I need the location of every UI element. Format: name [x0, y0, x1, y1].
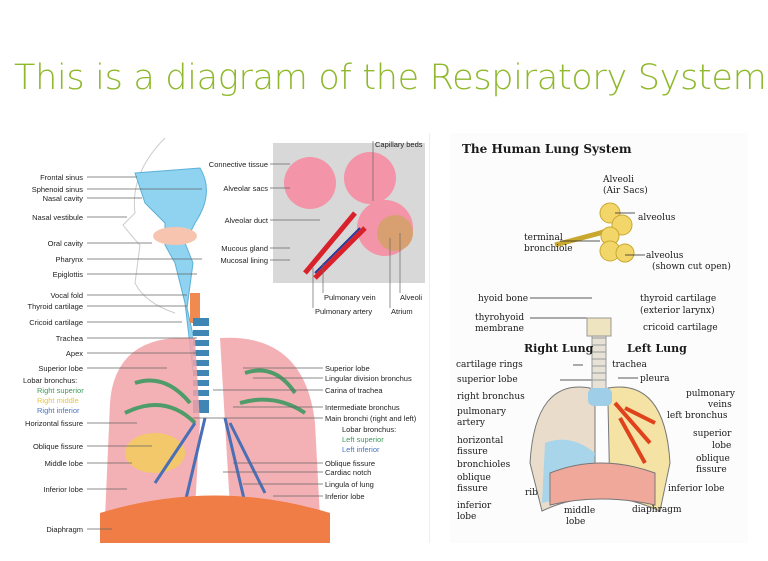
label-left-lung: Left Lung: [627, 342, 687, 355]
respiratory-system-diagram: Frontal sinus Sphenoid sinus Nasal cavit…: [15, 133, 430, 543]
label-artery: artery: [457, 418, 485, 428]
label-oblique-fissure-left: fissure: [457, 484, 488, 494]
label-oblique-fissure-left: Oblique fissure: [325, 459, 376, 468]
lung-illustration: [529, 202, 671, 512]
label-thyrohyoid: thyrohyoid: [475, 313, 525, 323]
human-lung-system-diagram: The Human Lung System Alveoli (Air Sacs)…: [450, 133, 748, 543]
label-alveoli: Alveoli: [400, 293, 423, 302]
label-inferior-lobe-left: Inferior lobe: [325, 492, 365, 501]
label-pulmonary: pulmonary: [686, 389, 735, 399]
label-right-lung: Right Lung: [524, 342, 594, 355]
label-right-bronchus: right bronchus: [457, 392, 525, 402]
label-oblique-fissure: Oblique fissure: [32, 442, 83, 451]
label-lingula: Lingula of lung: [325, 480, 374, 489]
label-left-superior: Left superior: [342, 435, 384, 444]
label-diaphragm: Diaphragm: [46, 525, 83, 534]
label-alveolus: alveolus: [638, 213, 676, 223]
label-oblique-left: oblique: [457, 473, 491, 483]
label-inferior: inferior: [457, 501, 492, 511]
label-cardiac-notch: Cardiac notch: [325, 468, 372, 477]
respiratory-illustration: [87, 137, 425, 543]
label-frontal-sinus: Frontal sinus: [40, 173, 83, 182]
label-veins: veins: [708, 400, 732, 410]
label-oblique-right: oblique: [696, 454, 730, 464]
label-superior: superior: [693, 429, 732, 439]
label-hyoid-bone: hyoid bone: [478, 294, 529, 304]
label-nasal-vestibule: Nasal vestibule: [32, 213, 83, 222]
diagram-title: The Human Lung System: [462, 142, 632, 156]
label-sphenoid-sinus: Sphenoid sinus: [31, 185, 83, 194]
label-atrium: Atrium: [391, 307, 413, 316]
label-main-bronchi: Main bronchi (right and left): [325, 414, 417, 423]
label-lobar-bronchus-left: Lobar bronchus:: [342, 425, 397, 434]
label-thyroid-cartilage: Thyroid cartilage: [27, 302, 83, 311]
label-pleura: pleura: [640, 374, 670, 384]
label-middle-lobe: lobe: [566, 517, 586, 527]
label-vocal-fold: Vocal fold: [50, 291, 83, 300]
slide-title: This is a diagram of the Respiratory Sys…: [14, 58, 767, 98]
label-superior-lobe: Superior lobe: [38, 364, 83, 373]
label-right-superior: Right superior: [37, 386, 84, 395]
label-inferior-lobe: Inferior lobe: [43, 485, 83, 494]
label-horizontal-fissure: Horizontal fissure: [25, 419, 83, 428]
label-cartilage-rings: cartilage rings: [456, 360, 523, 370]
label-right-inferior: Right inferior: [37, 406, 80, 415]
label-capillary-beds: Capillary beds: [375, 140, 423, 149]
label-rib: rib: [525, 488, 538, 498]
label-mucosal-lining: Mucosal lining: [220, 256, 268, 265]
label-alveoli-heading: Alveoli: [603, 175, 634, 185]
label-terminal: terminal: [524, 233, 563, 243]
label-cricoid-cartilage: Cricoid cartilage: [29, 318, 83, 327]
label-exterior-larynx: (exterior larynx): [640, 306, 715, 316]
label-air-sacs: (Air Sacs): [603, 186, 648, 196]
label-horizontal: horizontal: [457, 436, 504, 446]
label-left-superior-lobe: Superior lobe: [325, 364, 370, 373]
label-left-bronchus: left bronchus: [667, 411, 728, 421]
label-connective-tissue: Connective tissue: [208, 160, 268, 169]
label-alveolus-open: alveolus: [646, 251, 684, 261]
label-bronchiole: bronchiole: [524, 244, 573, 254]
label-cricoid-cartilage: cricoid cartilage: [643, 323, 718, 333]
label-pulmonary-artery: Pulmonary artery: [315, 307, 373, 316]
label-alveolar-sacs: Alveolar sacs: [223, 184, 268, 193]
label-inferior-lobe-left: inferior lobe: [668, 484, 725, 494]
label-mucous-gland: Mucous gland: [221, 244, 268, 253]
label-nasal-cavity: Nasal cavity: [42, 194, 83, 203]
label-carina: Carina of trachea: [325, 386, 383, 395]
label-oblique-fissure-right: fissure: [696, 465, 727, 475]
label-right-middle: Right middle: [37, 396, 79, 405]
label-alveolar-duct: Alveolar duct: [224, 216, 268, 225]
label-intermediate-bronchus: Intermediate bronchus: [325, 403, 400, 412]
label-membrane: membrane: [475, 324, 524, 334]
label-shown-cut-open: (shown cut open): [652, 262, 731, 272]
label-oral-cavity: Oral cavity: [47, 239, 83, 248]
label-horizontal-fissure: fissure: [457, 447, 488, 457]
label-inferior-lobe-right: lobe: [457, 512, 477, 522]
label-apex: Apex: [65, 349, 83, 358]
label-diaphragm: diaphragm: [632, 505, 682, 515]
label-trachea: Trachea: [55, 334, 83, 343]
label-superior-lobe-right: superior lobe: [457, 375, 518, 385]
label-pulmonary-vein: Pulmonary vein: [324, 293, 376, 302]
label-bronchioles: bronchioles: [457, 460, 511, 470]
label-thyroid-cartilage: thyroid cartilage: [640, 294, 717, 304]
label-middle-lobe: Middle lobe: [44, 459, 83, 468]
label-epiglottis: Epiglottis: [52, 270, 83, 279]
label-pulmonary-artery: pulmonary: [457, 407, 506, 417]
label-lingular-division-bronchus: Lingular division bronchus: [325, 374, 412, 383]
label-trachea: trachea: [612, 360, 647, 370]
label-left-inferior: Left inferior: [342, 445, 380, 454]
label-middle: middle: [564, 506, 596, 516]
label-superior-lobe-left: lobe: [712, 441, 732, 451]
label-pharynx: Pharynx: [55, 255, 83, 264]
label-lobar-bronchus: Lobar bronchus:: [23, 376, 78, 385]
